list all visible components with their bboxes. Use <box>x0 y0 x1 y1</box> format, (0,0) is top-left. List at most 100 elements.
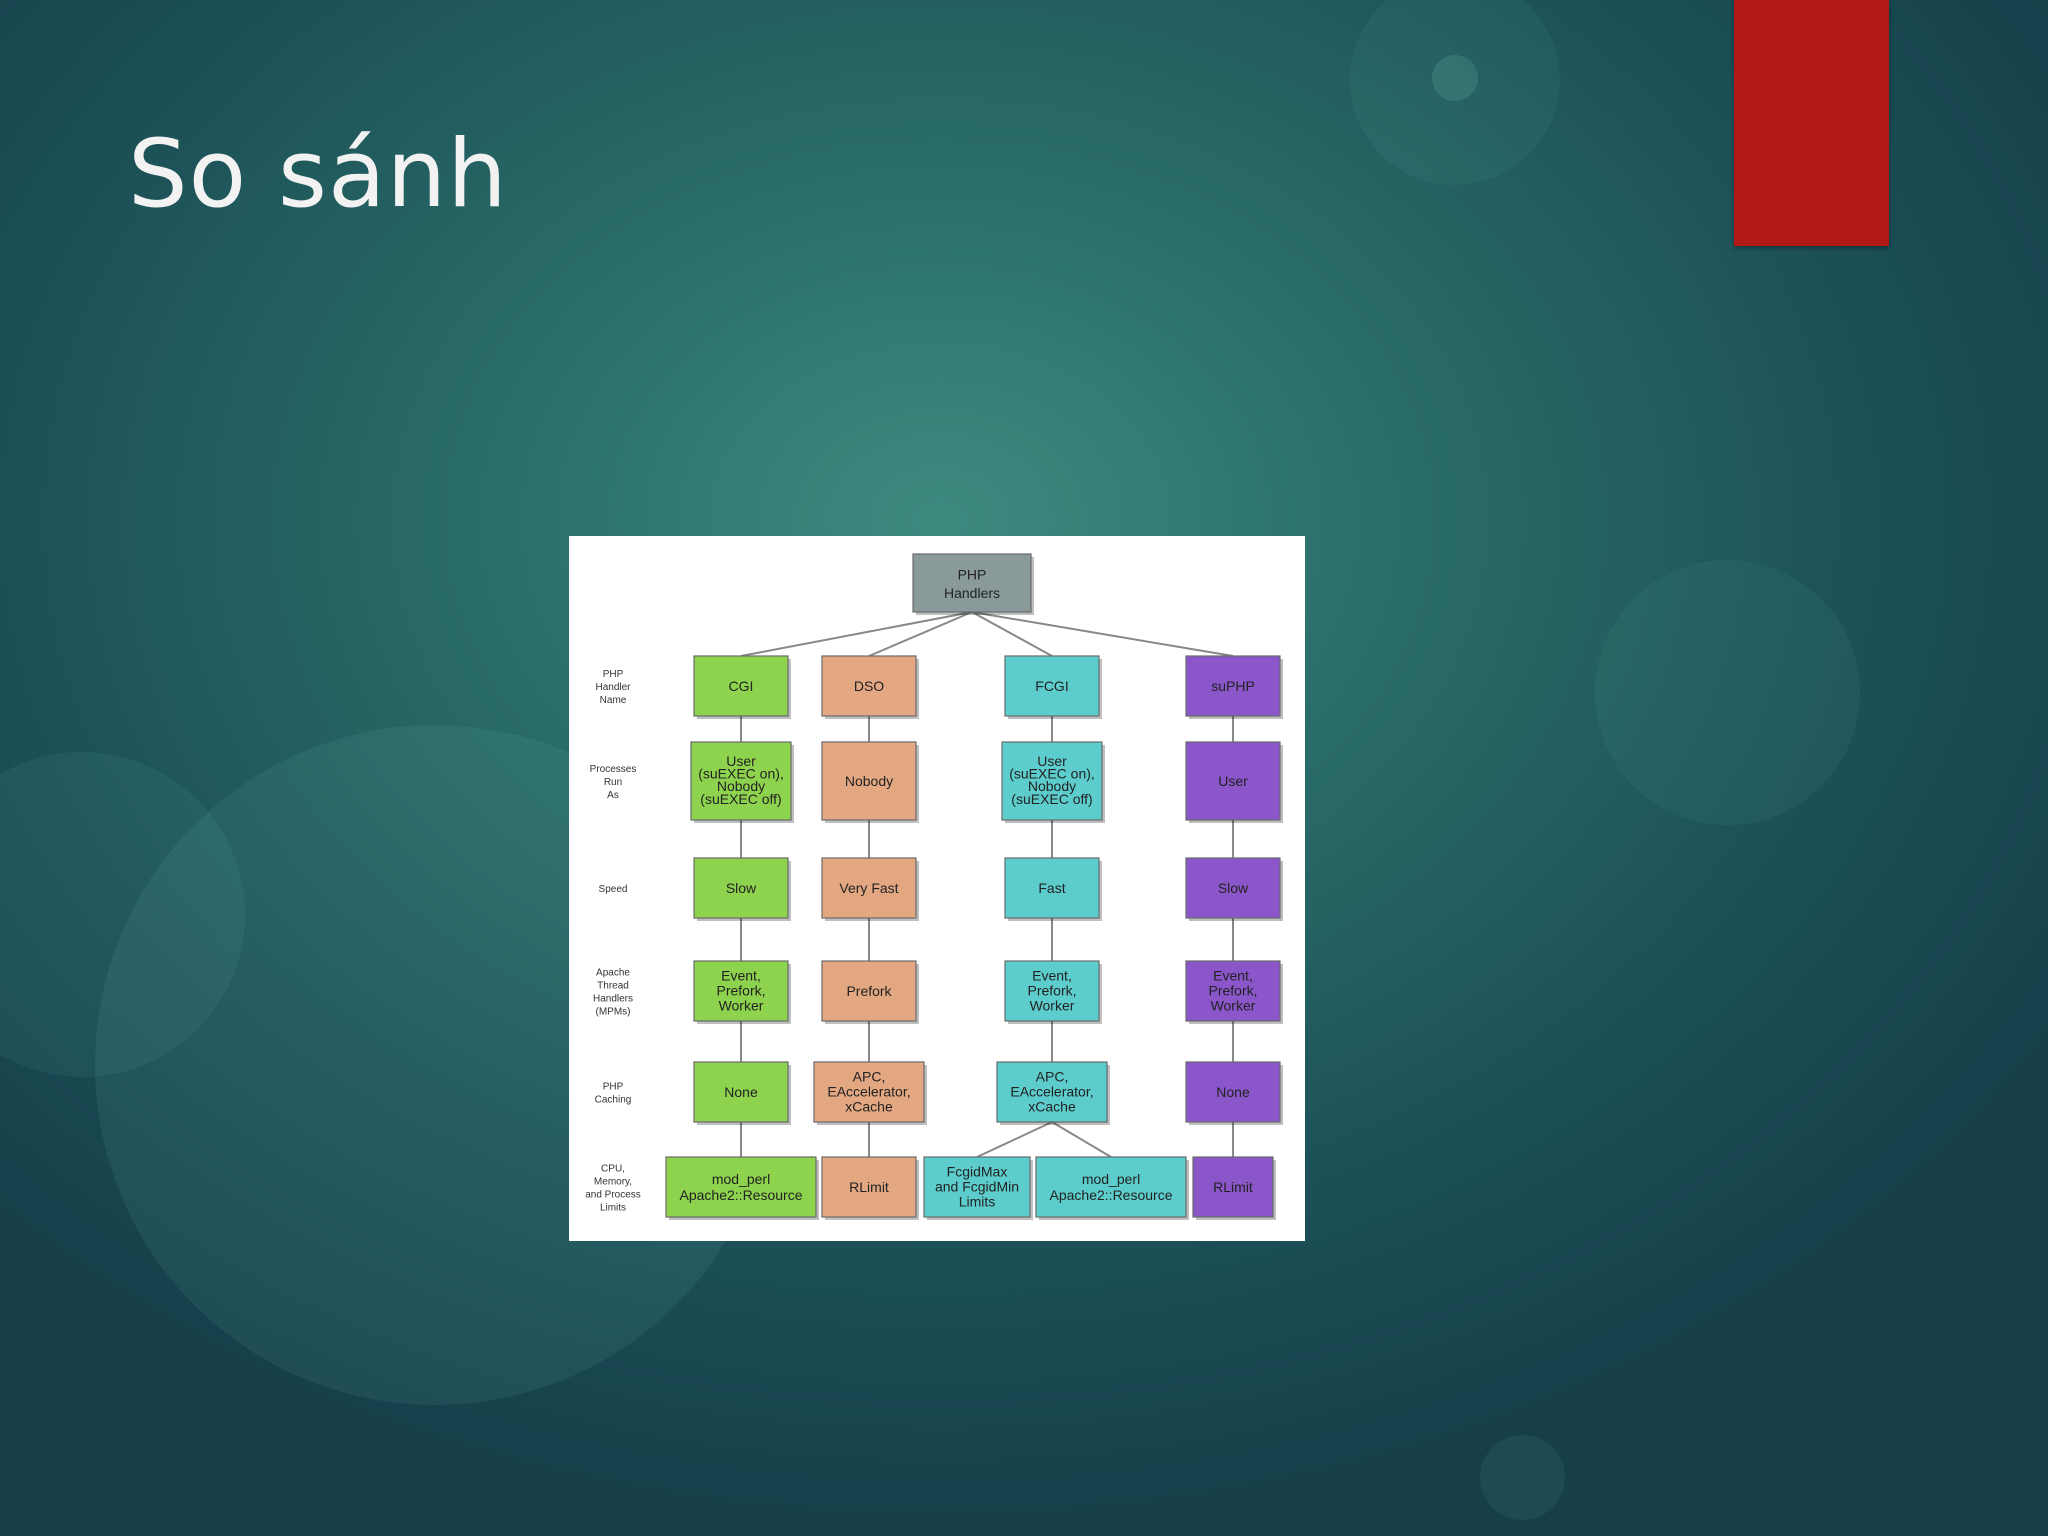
box-label: Prefork, <box>1208 983 1257 999</box>
box-label: Worker <box>1211 998 1256 1014</box>
diagram-node-fcgi-speed: Fast <box>1004 857 1102 921</box>
diagram-edge <box>1051 1121 1112 1158</box>
box-label: DSO <box>854 678 884 694</box>
box-shape <box>693 655 789 717</box>
accent-bar <box>1734 0 1889 246</box>
box-shape <box>1185 655 1281 717</box>
row-label: Name <box>600 695 627 706</box>
row-label: (MPMs) <box>596 1007 631 1018</box>
diagram-node-cgi-speed: Slow <box>693 857 791 921</box>
box-shape <box>821 1156 917 1218</box>
box-label: Fast <box>1038 880 1065 896</box>
box-label: CGI <box>729 678 754 694</box>
box-shape <box>693 960 789 1022</box>
diagram-node-fcgi-mpm: Event,Prefork,Worker <box>1004 960 1102 1024</box>
diagram-edges <box>740 611 1234 1158</box>
diagram-node-suphp-mpm: Event,Prefork,Worker <box>1185 960 1283 1024</box>
box-shape <box>813 1061 925 1123</box>
row-label: and Process <box>585 1190 641 1201</box>
box-shape <box>1185 960 1281 1022</box>
box-label: Nobody <box>717 778 765 794</box>
box-label: Prefork, <box>716 983 765 999</box>
diagram-root-node: PHP Handlers <box>912 553 1034 615</box>
diagram-node-suphp-speed: Slow <box>1185 857 1283 921</box>
box-shape <box>821 857 917 919</box>
row-labels: PHP HandlerNameProcessesRunAsSpeedApacheT… <box>585 669 641 1214</box>
box-shape <box>665 1156 817 1218</box>
row-label: Run <box>604 777 622 788</box>
diagram-edge <box>868 611 973 657</box>
row-label: Handlers <box>593 994 633 1005</box>
box-label: (suEXEC off) <box>700 791 781 807</box>
box-label: Handlers <box>944 585 1000 601</box>
diagram-node-suphp: suPHP <box>1185 655 1283 719</box>
diagram-node-fcgi-run: User(suEXEC on),Nobody(suEXEC off) <box>1001 741 1105 823</box>
row-label: Caching <box>595 1095 632 1106</box>
box-label: Slow <box>726 880 757 896</box>
diagram-edge <box>976 1121 1053 1158</box>
box-label: EAccelerator, <box>1010 1084 1093 1100</box>
box-label: and FcgidMin <box>935 1179 1019 1195</box>
diagram-node-dso-speed: Very Fast <box>821 857 919 921</box>
diagram-node-fcgi-cache: APC,EAccelerator,xCache <box>996 1061 1110 1125</box>
row-label: Thread <box>597 981 629 992</box>
box-label: Nobody <box>1028 778 1076 794</box>
box-label: Nobody <box>845 773 893 789</box>
box-label: Slow <box>1218 880 1249 896</box>
diagram-edge <box>971 611 1053 657</box>
box-label: FCGI <box>1035 678 1068 694</box>
box-label: PHP <box>958 566 987 582</box>
box-label: mod_perl <box>1082 1171 1140 1187</box>
row-label: As <box>607 790 619 801</box>
box-shape <box>912 553 1032 613</box>
box-label: Event, <box>721 968 761 984</box>
box-label: suPHP <box>1211 678 1255 694</box>
box-label: xCache <box>845 1099 893 1115</box>
diagram-node-cgi: CGI <box>693 655 791 719</box>
box-shape <box>923 1156 1031 1218</box>
box-shape <box>821 655 917 717</box>
diagram-node-dso-mpm: Prefork <box>821 960 919 1024</box>
row-label: CPU, <box>601 1164 625 1175</box>
box-label: (suEXEC off) <box>1011 791 1092 807</box>
box-label: RLimit <box>849 1179 889 1195</box>
row-label: Apache <box>596 968 630 979</box>
box-label: User <box>1037 753 1067 769</box>
box-shape <box>1185 1061 1281 1123</box>
box-label: Prefork, <box>1027 983 1076 999</box>
box-label: Prefork <box>846 983 892 999</box>
diagram-node-suphp-limit: RLimit <box>1192 1156 1276 1220</box>
box-label: (suEXEC on), <box>1009 766 1095 782</box>
box-shape <box>1004 960 1100 1022</box>
box-shape <box>821 960 917 1022</box>
row-label: Handler <box>595 682 631 693</box>
box-label: Worker <box>1030 998 1075 1014</box>
diagram-node-cgi-cache: None <box>693 1061 791 1125</box>
box-label: (suEXEC on), <box>698 766 784 782</box>
box-shape <box>821 741 917 821</box>
box-label: Apache2::Resource <box>680 1187 803 1203</box>
row-label: PHP <box>603 669 624 680</box>
box-label: APC, <box>853 1069 886 1085</box>
box-label: None <box>724 1084 758 1100</box>
box-label: RLimit <box>1213 1179 1253 1195</box>
box-label: Limits <box>959 1194 996 1210</box>
row-label: Processes <box>590 764 637 775</box>
slide-title: So sánh <box>128 120 508 229</box>
box-label: APC, <box>1036 1069 1069 1085</box>
diagram-edge <box>740 611 973 657</box>
box-shape <box>693 1061 789 1123</box>
row-label: Speed <box>599 884 628 895</box>
diagram-node-suphp-run: User <box>1185 741 1283 823</box>
box-shape <box>1001 741 1103 821</box>
diagram-node-cgi-mpm: Event,Prefork,Worker <box>693 960 791 1024</box>
row-label: PHP <box>603 1082 624 1093</box>
box-label: FcgidMax <box>947 1164 1008 1180</box>
diagram-node-fcgi: FCGI <box>1004 655 1102 719</box>
box-label: mod_perl <box>712 1171 770 1187</box>
box-label: Apache2::Resource <box>1050 1187 1173 1203</box>
box-label: xCache <box>1028 1099 1076 1115</box>
